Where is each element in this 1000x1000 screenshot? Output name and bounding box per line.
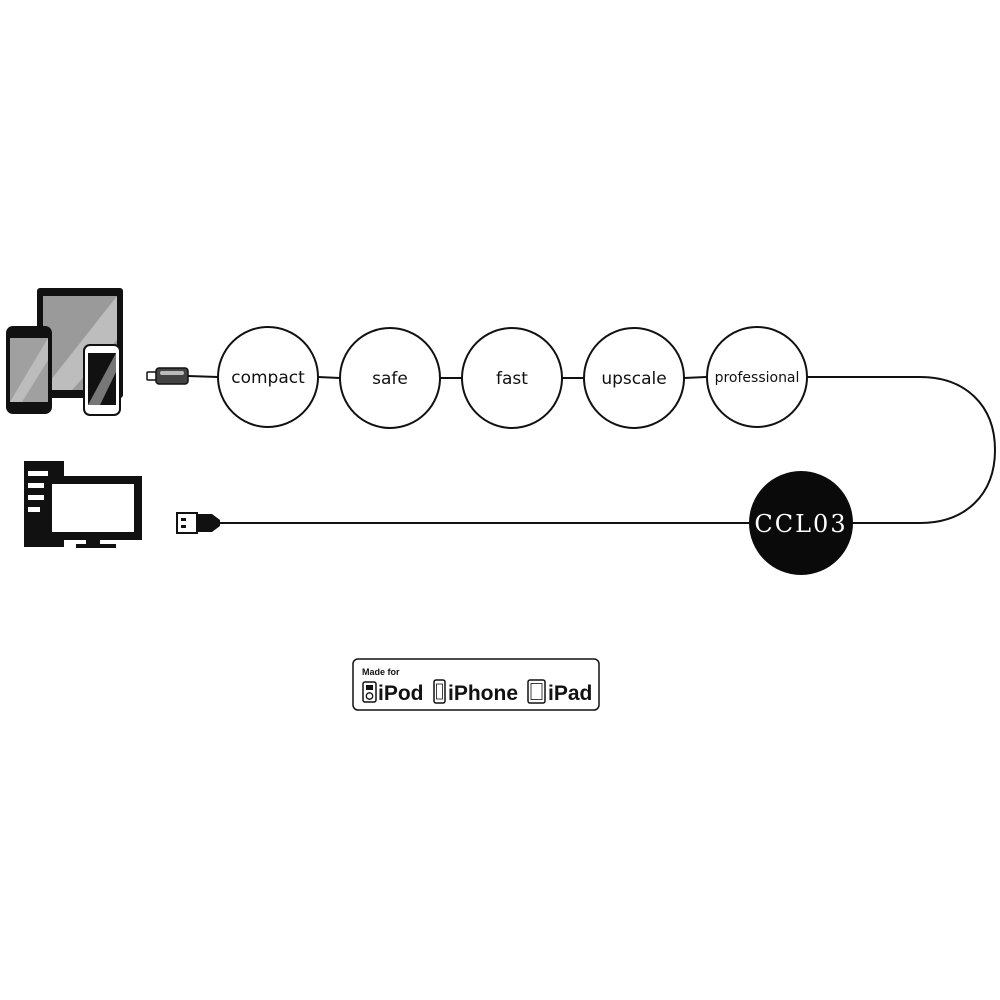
- feature-circle-fast: fast: [461, 327, 563, 429]
- phone-right-shine: [88, 353, 116, 405]
- monitor-base: [76, 544, 116, 548]
- tower-drive-3: [28, 495, 48, 500]
- tablet-and-phones-icon: [6, 288, 123, 416]
- feature-label: upscale: [601, 369, 666, 389]
- tower-drive-1: [28, 471, 48, 476]
- chain-link-1: [317, 376, 341, 379]
- tablet-screen-shine: [43, 296, 117, 390]
- feature-label: fast: [496, 369, 528, 389]
- feature-circle-upscale: upscale: [583, 327, 685, 429]
- feature-label: professional: [715, 370, 800, 386]
- iphone-icon: [433, 679, 446, 704]
- feature-chain: compact safe fast upscale professional: [217, 326, 808, 429]
- model-label: CCL03: [754, 510, 847, 538]
- usb-housing: [197, 514, 220, 532]
- feature-circle-professional: professional: [706, 326, 808, 428]
- lightning-housing: [155, 367, 189, 385]
- monitor-stand: [86, 540, 100, 546]
- feature-label: compact: [231, 368, 305, 388]
- badge-device-iphone: iPhone: [448, 682, 518, 705]
- phone-left-screen: [10, 338, 48, 402]
- ipod-icon: [362, 681, 377, 703]
- usb-plug-metal: [176, 512, 198, 534]
- badge-device-ipod: iPod: [378, 682, 424, 705]
- chain-link-4: [683, 376, 707, 379]
- lightning-cable-start: [187, 375, 219, 378]
- usb-plug-slot-1: [181, 518, 186, 521]
- badge-made-for: Made for: [362, 667, 400, 677]
- desktop-computer-icon: [24, 461, 142, 548]
- usb-plug-slot-2: [181, 525, 186, 528]
- lightning-housing-shine: [160, 371, 184, 375]
- lightning-connector-icon: [146, 367, 219, 385]
- feature-circle-compact: compact: [217, 326, 319, 428]
- model-circle: CCL03: [749, 471, 853, 575]
- badge-device-ipad: iPad: [548, 682, 592, 705]
- made-for-badge: Made for iPod iPhone iPad: [352, 658, 600, 711]
- monitor-screen: [52, 484, 134, 532]
- feature-circle-safe: safe: [339, 327, 441, 429]
- phone-left-shine: [10, 338, 48, 402]
- feature-label: safe: [372, 369, 408, 389]
- tower-drive-2: [28, 483, 48, 488]
- tower-drive-4: [28, 507, 40, 512]
- ipad-icon: [527, 679, 546, 704]
- cable-loop: [807, 376, 997, 524]
- usb-connector-icon: [176, 512, 220, 534]
